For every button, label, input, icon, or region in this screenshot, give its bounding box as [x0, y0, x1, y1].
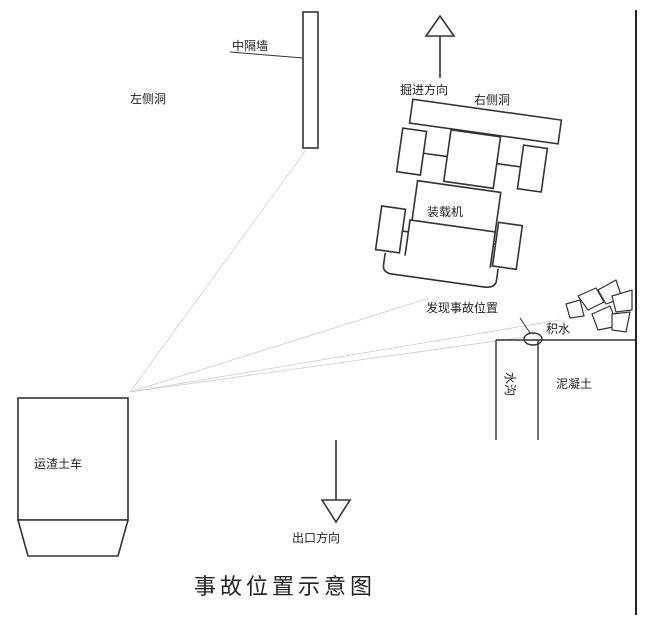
dump-truck	[16, 397, 130, 557]
right-tunnel-label: 右侧洞	[474, 92, 510, 107]
loader-vehicle	[374, 98, 563, 288]
median-wall	[302, 11, 319, 149]
debris-rocks-icon	[565, 279, 633, 333]
excavation-direction-arrow-icon	[424, 14, 456, 78]
left-tunnel-label: 左侧洞	[130, 91, 166, 106]
victim-marker	[523, 332, 543, 346]
median-wall-label: 中隔墙	[232, 38, 268, 53]
sight-lines	[129, 149, 561, 393]
concrete-label: 泥凝土	[556, 376, 592, 391]
water-label: 积水	[546, 322, 570, 336]
ditch-label: 水沟	[503, 372, 517, 396]
diagram-title: 事故位置示意图	[194, 575, 376, 600]
excavation-direction-label: 掘进方向	[400, 82, 448, 97]
accident-location-label: 发现事故位置	[426, 300, 498, 315]
median-wall-leader	[229, 51, 304, 59]
exit-direction-arrow-icon	[320, 440, 352, 524]
exit-direction-label: 出口方向	[292, 530, 340, 545]
loader-label: 装载机	[427, 205, 463, 219]
dump-truck-label: 运渣土车	[34, 456, 82, 471]
